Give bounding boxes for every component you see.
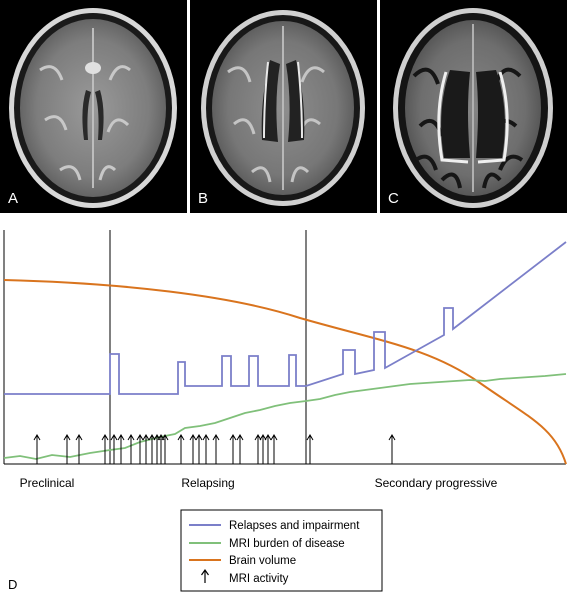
mri-activity-arrow: [63, 434, 71, 464]
legend-label-mri-burden: MRI burden of disease: [229, 538, 345, 550]
mri-activity-arrow: [110, 434, 118, 464]
mri-activity-arrow: [259, 434, 267, 464]
mri-activity-arrow: [388, 434, 396, 464]
mri-panel-b: B: [190, 0, 377, 213]
mri-activity-arrow: [75, 434, 83, 464]
mri-activity-arrow: [212, 434, 220, 464]
mri-activity-arrows: [33, 434, 396, 464]
legend-label-brain-volume: Brain volume: [229, 555, 296, 567]
mri-activity-arrow: [195, 434, 203, 464]
brain-scan-image-b: [201, 10, 365, 206]
phase-label-relapsing: Relapsing: [181, 476, 234, 490]
legend-label-mri-activity: MRI activity: [229, 573, 289, 585]
mri-burden-line: [3, 373, 567, 460]
mri-activity-arrow: [202, 434, 210, 464]
panel-letter-b: B: [198, 190, 209, 207]
mri-activity-arrow: [153, 434, 161, 464]
panel-letter-c: C: [388, 190, 399, 207]
brain-scan-image-c: [393, 8, 553, 208]
mri-activity-arrow: [142, 434, 150, 464]
mri-panel-a: A: [0, 0, 187, 213]
mri-activity-arrow: [189, 434, 197, 464]
mri-panel-c: C: [380, 0, 567, 213]
legend: Relapses and impairment MRI burden of di…: [180, 509, 383, 592]
legend-arrow-icon: [201, 568, 209, 583]
mri-activity-arrow: [148, 434, 156, 464]
disease-course-diagram: Preclinical Relapsing Secondary progress…: [3, 230, 567, 592]
mri-activity-arrow: [33, 434, 41, 464]
panel-letter-a: A: [8, 190, 19, 207]
mri-activity-arrow: [264, 434, 272, 464]
mri-activity-arrow: [177, 434, 185, 464]
mri-activity-arrow: [127, 434, 135, 464]
mri-activity-arrow: [117, 434, 125, 464]
mri-activity-arrow: [229, 434, 237, 464]
mri-activity-arrow: [270, 434, 278, 464]
mri-activity-arrow: [236, 434, 244, 464]
brain-scan-image-a: [9, 8, 177, 208]
mri-activity-arrow: [157, 434, 165, 464]
brain-volume-line: [3, 279, 567, 465]
mri-activity-arrow: [161, 434, 169, 464]
phase-label-preclinical: Preclinical: [20, 476, 75, 490]
mri-activity-arrow: [101, 434, 109, 464]
mri-activity-arrow: [254, 434, 262, 464]
figure-letter-d: D: [8, 577, 17, 592]
legend-label-relapses: Relapses and impairment: [229, 520, 360, 532]
relapses-line: [4, 241, 567, 395]
mri-activity-arrow: [136, 434, 144, 464]
legend-box: [180, 509, 383, 592]
phase-label-secondary-progressive: Secondary progressive: [375, 476, 498, 490]
mri-activity-arrow: [306, 434, 314, 464]
